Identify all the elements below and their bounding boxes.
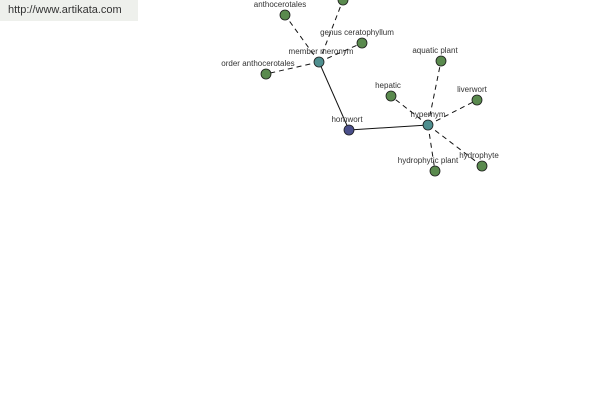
node-label-hypernym: hypernym bbox=[410, 110, 445, 119]
node-order-anthocerotales[interactable] bbox=[260, 68, 272, 80]
node-genus-ceratophyllum[interactable] bbox=[356, 37, 368, 49]
edge-hornwort-to-hypernym bbox=[348, 124, 429, 131]
site-url-link[interactable]: http://www.artikata.com bbox=[0, 0, 138, 21]
node-label-anthocerotales: anthocerotales bbox=[254, 0, 306, 9]
node-label-liverwort: liverwort bbox=[457, 85, 488, 94]
node-liverwort[interactable] bbox=[471, 94, 483, 106]
edge-hypernym-to-hydrophyte bbox=[427, 124, 483, 167]
node-label-hydrophyte: hydrophyte bbox=[459, 151, 499, 160]
edge-member-meronym-to-order-anthocerotales bbox=[265, 61, 320, 75]
labels-layer: hornwort member meronym hypernym anthocerot… bbox=[221, 0, 499, 165]
node-hydrophytic-plant[interactable] bbox=[429, 165, 441, 177]
node-hornwort[interactable] bbox=[343, 124, 355, 136]
edge-hypernym-to-liverwort bbox=[427, 99, 478, 126]
edge-hypernym-to-aquatic-plant bbox=[427, 60, 442, 126]
node-label-genus-ceratophyllum: genus ceratophyllum bbox=[320, 28, 394, 37]
nodes-layer bbox=[260, 0, 488, 177]
node-hydrophyte[interactable] bbox=[476, 160, 488, 172]
node-aquatic-plant[interactable] bbox=[435, 55, 447, 67]
node-hepatic[interactable] bbox=[385, 90, 397, 102]
node-label-member-meronym: member meronym bbox=[289, 47, 354, 56]
edge-hypernym-to-hydrophytic-plant bbox=[427, 124, 436, 172]
edge-member-meronym-to-unlabeled-top bbox=[318, 0, 344, 63]
node-anthocerotales[interactable] bbox=[279, 9, 291, 21]
node-label-aquatic-plant: aquatic plant bbox=[412, 46, 458, 55]
edge-hornwort-to-member-meronym bbox=[318, 61, 350, 131]
node-member-meronym[interactable] bbox=[313, 56, 325, 68]
edge-hypernym-to-hepatic bbox=[390, 95, 429, 126]
node-label-order-anthocerotales: order anthocerotales bbox=[221, 59, 294, 68]
node-unlabeled-top[interactable] bbox=[337, 0, 349, 6]
node-label-hornwort: hornwort bbox=[331, 115, 363, 124]
edges-layer bbox=[265, 0, 483, 172]
edge-member-meronym-to-genus-ceratophyllum bbox=[318, 42, 363, 63]
node-label-hepatic: hepatic bbox=[375, 81, 401, 90]
node-label-hydrophytic-plant: hydrophytic plant bbox=[398, 156, 459, 165]
node-hypernym[interactable] bbox=[422, 119, 434, 131]
edge-member-meronym-to-anthocerotales bbox=[284, 14, 320, 63]
